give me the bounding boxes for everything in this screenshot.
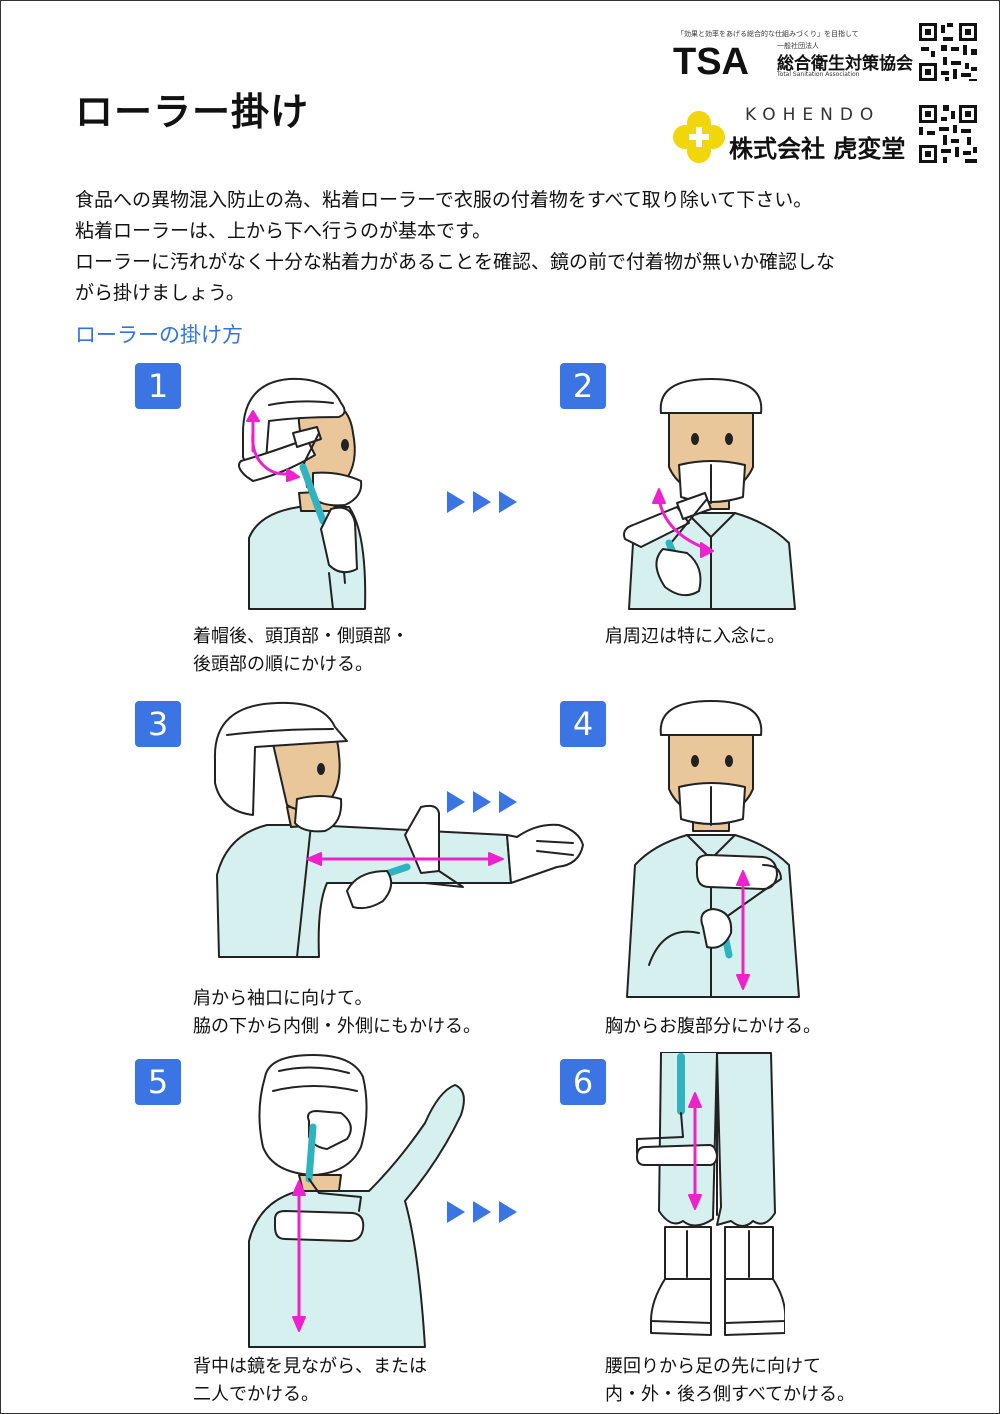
step-caption: 腰回りから足の先に向けて 内・外・後ろ側すべてかける。 [605,1353,855,1409]
step-caption-line: 胸からお腹部分にかける。 [605,1016,821,1037]
step-caption: 肩周辺は特に入念に。 [605,623,785,651]
step-caption-line: 肩周辺は特に入念に。 [605,626,785,647]
step-number-badge: 5 [135,1059,181,1105]
step-caption-line: 内・外・後ろ側すべてかける。 [605,1384,856,1405]
intro-text: 食品への異物混入防止の為、粘着ローラーで衣服の付着物をすべて取り除いて下さい。 … [75,185,935,309]
step3-illustration [213,701,584,958]
step-caption-line: 脇の下から内側・外側にもかける。 [193,1016,481,1037]
next-arrows-icon [447,791,517,813]
qr-code-icon [917,103,979,165]
svg-text:TSA: TSA [673,41,749,77]
step-caption-line: 背中は鏡を見ながら、または [193,1356,427,1377]
step-caption-line: 後頭部の順にかける。 [193,654,373,675]
intro-line: 粘着ローラーは、上から下へ行うのが基本です。 [75,220,492,242]
step-number-badge: 2 [560,363,606,409]
step-number-badge: 1 [135,363,181,409]
qr-code-icon [917,21,979,83]
next-arrows-icon [447,491,517,513]
step-caption-line: 肩から袖口に向けて。 [193,988,373,1009]
intro-line: 食品への異物混入防止の為、粘着ローラーで衣服の付着物をすべて取り除いて下さい。 [75,189,813,211]
step-number-badge: 3 [135,701,181,747]
step-caption: 肩から袖口に向けて。 脇の下から内側・外側にもかける。 [193,985,481,1041]
step-caption-line: 腰回りから足の先に向けて [605,1356,821,1377]
step-caption: 着帽後、頭頂部・側頭部・ 後頭部の順にかける。 [193,623,409,679]
step-caption: 胸からお腹部分にかける。 [605,1013,821,1041]
tsa-logo: TSA [673,41,749,77]
intro-line: がら掛けましょう。 [75,282,245,304]
step-caption-line: 二人でかける。 [193,1384,319,1405]
step-caption-line: 着帽後、頭頂部・側頭部・ [193,626,409,647]
step-number-badge: 4 [560,701,606,747]
step5-illustration [248,1054,465,1348]
step-caption: 背中は鏡を見ながら、または 二人でかける。 [193,1353,427,1409]
next-arrows-icon [447,1201,517,1223]
section-title: ローラーの掛け方 [75,323,243,347]
tsa-org-name: 総合衛生対策協会 [777,54,913,74]
kohendo-name-en: KOHENDO [745,105,881,125]
tsa-org-name-en: Total Sanitation Association [777,71,860,78]
page-title: ローラー掛け [75,90,310,134]
tsa-tagline: 「効果と効率をあげる総合的な仕組みづくり」を目指して [677,30,859,38]
kohendo-name: 株式会社 虎変堂 [729,135,906,163]
step4-illustration [626,700,800,998]
step2-illustration [623,378,796,610]
kohendo-flower-icon [673,111,725,163]
intro-line: ローラーに汚れがなく十分な粘着力があることを確認、鏡の前で付着物が無いか確認しな [75,251,836,273]
step1-illustration [238,377,367,610]
step-number-badge: 6 [560,1059,606,1105]
step6-illustration [636,1052,785,1336]
tsa-org-prefix: 一般社団法人 [777,42,819,50]
